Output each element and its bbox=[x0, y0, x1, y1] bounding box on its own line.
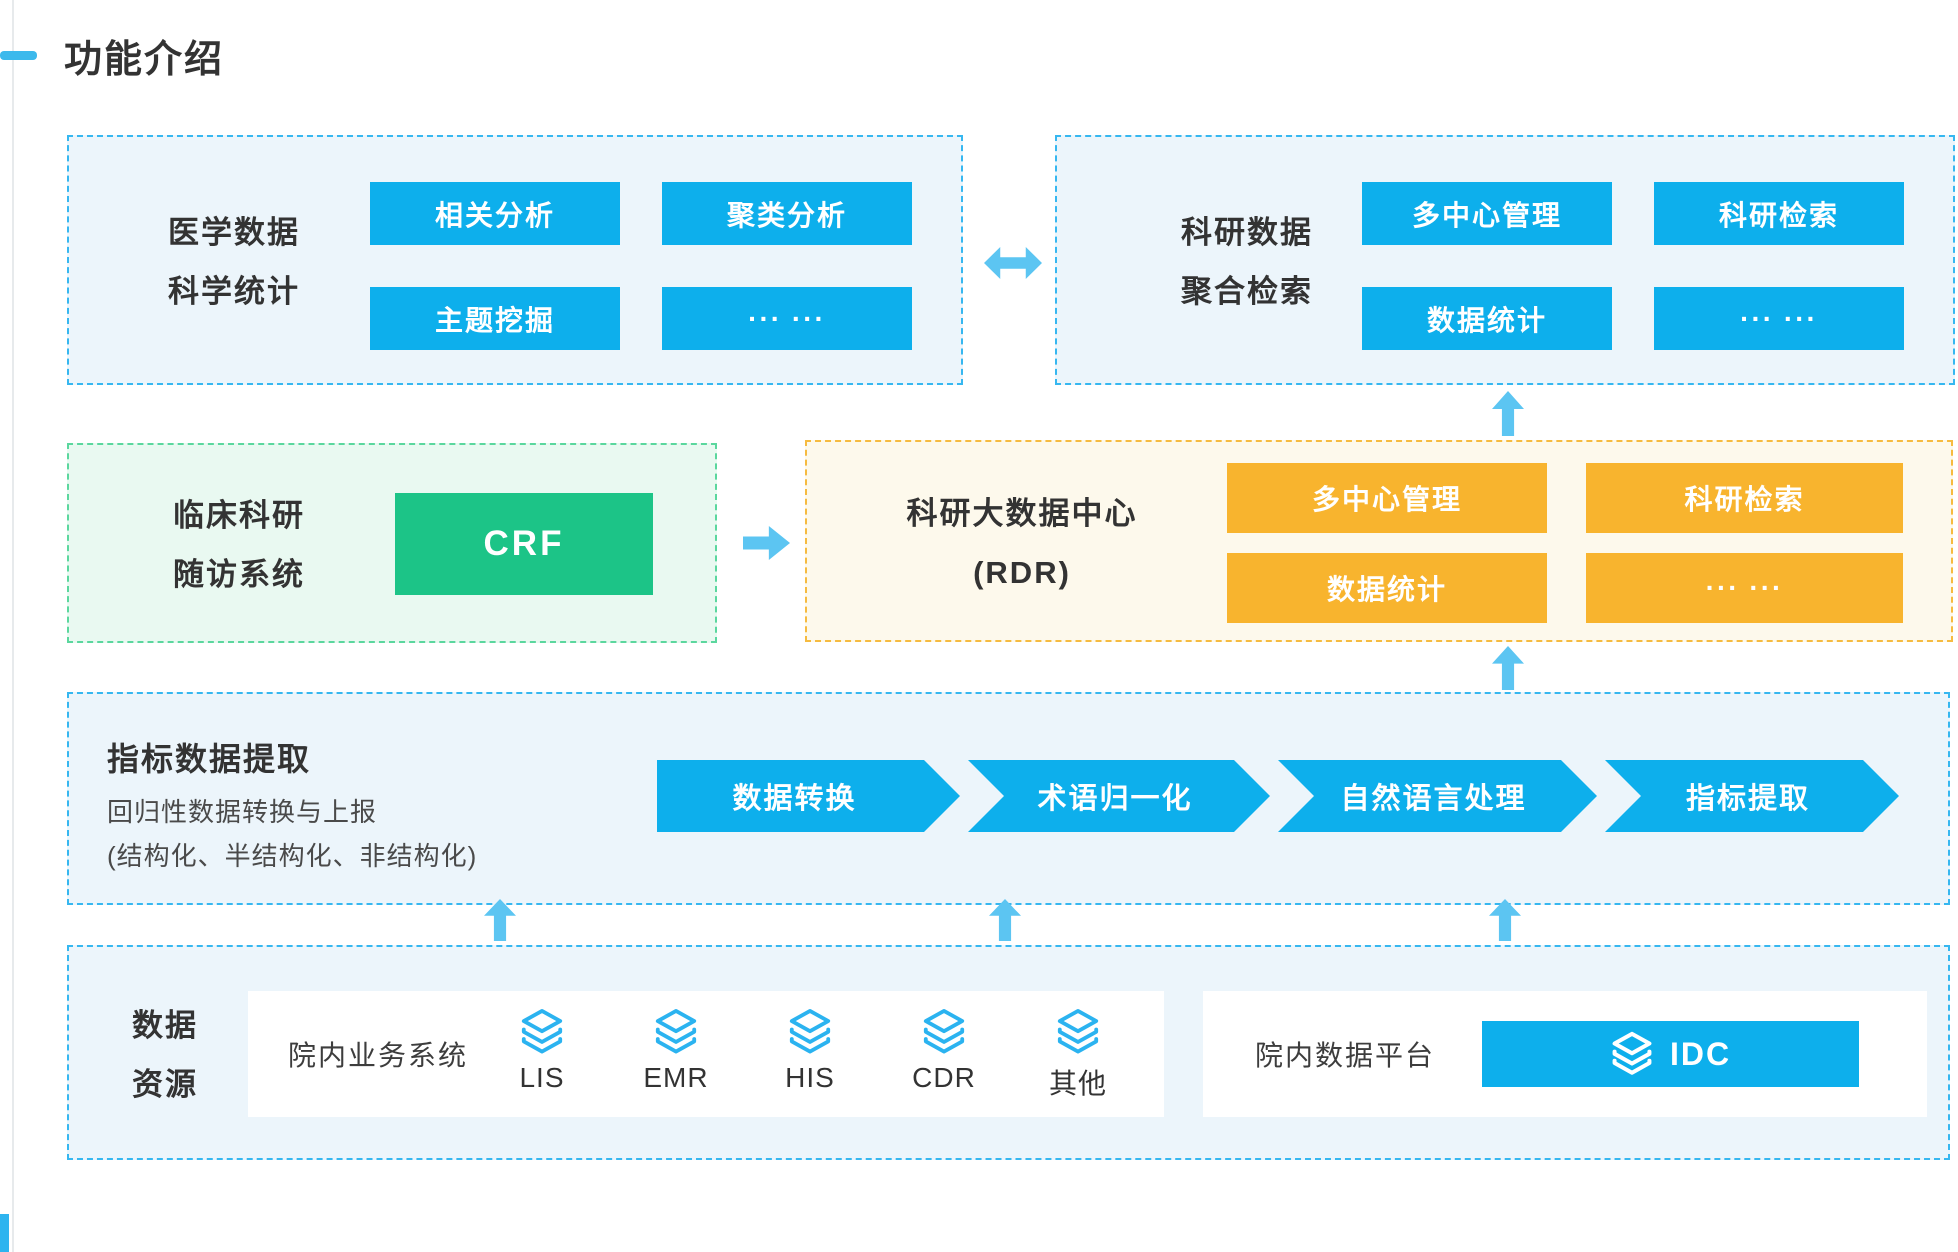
up-arrow-rdr-to-retrieval-icon bbox=[1492, 391, 1524, 436]
resource-item-emr: EMR bbox=[626, 1008, 726, 1102]
medical-stats-label-line2: 科学统计 bbox=[168, 274, 300, 309]
medical-stats-box: 医学数据 科学统计 相关分析 聚类分析 主题挖掘 ··· ··· bbox=[67, 135, 963, 385]
pipeline-steps: 数据转换 术语归一化 自然语言处理 指标提取 bbox=[657, 760, 1899, 832]
medical-stats-label-line1: 医学数据 bbox=[168, 215, 300, 250]
medical-stats-label: 医学数据 科学统计 bbox=[114, 203, 354, 321]
step-indicator-extraction: 指标提取 bbox=[1605, 760, 1899, 832]
indicator-extract-subtitle2: (结构化、半结构化、非结构化) bbox=[107, 841, 478, 871]
chip-rdr-more: ··· ··· bbox=[1586, 553, 1903, 623]
data-resources-label-line2: 资源 bbox=[132, 1067, 198, 1102]
business-systems-items: LIS EMR bbox=[492, 1008, 1128, 1102]
up-arrow-resources-3-icon bbox=[1489, 899, 1521, 941]
resource-item-his: HIS bbox=[760, 1008, 860, 1102]
rdr-center-label-line2: (RDR) bbox=[973, 555, 1071, 590]
step-data-transform: 数据转换 bbox=[657, 760, 960, 832]
right-arrow-icon bbox=[743, 526, 790, 560]
research-retrieval-label: 科研数据 聚合检索 bbox=[1127, 203, 1367, 321]
chip-multicenter-mgmt-blue: 多中心管理 bbox=[1362, 182, 1612, 245]
rdr-center-box: 科研大数据中心 (RDR) 多中心管理 科研检索 数据统计 ··· ··· bbox=[805, 440, 1953, 642]
resource-item-lis: LIS bbox=[492, 1008, 592, 1102]
crf-system-box: 临床科研 随访系统 CRF bbox=[67, 443, 717, 643]
data-platform-panel: 院内数据平台 IDC bbox=[1203, 991, 1927, 1117]
next-section-accent bbox=[0, 1214, 9, 1252]
chip-cluster-analysis: 聚类分析 bbox=[662, 182, 912, 245]
chip-stats-more: ··· ··· bbox=[662, 287, 912, 350]
resource-label: 其他 bbox=[1048, 1068, 1107, 1099]
chip-idc: IDC bbox=[1482, 1021, 1859, 1087]
chip-retrieval-more: ··· ··· bbox=[1654, 287, 1904, 350]
rdr-center-label-line1: 科研大数据中心 bbox=[906, 496, 1138, 531]
crf-system-label-line2: 随访系统 bbox=[173, 557, 305, 592]
chip-research-search-orange: 科研检索 bbox=[1586, 463, 1903, 533]
resource-label: HIS bbox=[785, 1062, 835, 1093]
left-guide-line bbox=[12, 0, 14, 1252]
resource-item-other: 其他 bbox=[1028, 1008, 1128, 1102]
chip-data-stats-blue: 数据统计 bbox=[1362, 287, 1612, 350]
chip-correlation-analysis: 相关分析 bbox=[370, 182, 620, 245]
indicator-extract-subtitle: 回归性数据转换与上报 bbox=[107, 797, 378, 827]
layers-icon-white bbox=[1612, 1031, 1652, 1075]
idc-label: IDC bbox=[1669, 1035, 1732, 1072]
layers-icon bbox=[1057, 1009, 1099, 1054]
chip-topic-mining: 主题挖掘 bbox=[370, 287, 620, 350]
research-retrieval-box: 科研数据 聚合检索 多中心管理 科研检索 数据统计 ··· ··· bbox=[1055, 135, 1955, 385]
layers-icon bbox=[655, 1009, 697, 1054]
research-retrieval-label-line2: 聚合检索 bbox=[1181, 274, 1313, 309]
up-arrow-resources-2-icon bbox=[989, 899, 1021, 941]
business-systems-panel: 院内业务系统 LIS bbox=[248, 991, 1164, 1117]
data-resources-label: 数据 资源 bbox=[97, 996, 233, 1114]
resource-label: LIS bbox=[519, 1062, 565, 1093]
chip-crf: CRF bbox=[395, 493, 653, 595]
crf-system-label: 临床科研 随访系统 bbox=[119, 486, 359, 604]
crf-system-label-line1: 临床科研 bbox=[173, 498, 305, 533]
title-accent-dash bbox=[0, 51, 37, 60]
indicator-extract-title: 指标数据提取 bbox=[107, 741, 312, 777]
research-retrieval-label-line1: 科研数据 bbox=[1181, 215, 1313, 250]
step-term-normalization: 术语归一化 bbox=[968, 760, 1270, 832]
data-resources-label-line1: 数据 bbox=[132, 1008, 198, 1043]
chip-multicenter-mgmt-orange: 多中心管理 bbox=[1227, 463, 1547, 533]
data-resources-box: 数据 资源 院内业务系统 LIS bbox=[67, 945, 1950, 1160]
layers-icon bbox=[923, 1009, 965, 1054]
step-nlp: 自然语言处理 bbox=[1278, 760, 1597, 832]
layers-icon bbox=[789, 1009, 831, 1054]
resource-label: CDR bbox=[912, 1062, 976, 1093]
layers-icon bbox=[521, 1009, 563, 1054]
indicator-extract-box: 指标数据提取 回归性数据转换与上报 (结构化、半结构化、非结构化) 数据转换 术… bbox=[67, 692, 1950, 905]
resource-item-cdr: CDR bbox=[894, 1008, 994, 1102]
up-arrow-resources-1-icon bbox=[484, 899, 516, 941]
business-systems-label: 院内业务系统 bbox=[288, 1040, 469, 1071]
resource-label: EMR bbox=[643, 1062, 709, 1093]
rdr-center-label: 科研大数据中心 (RDR) bbox=[867, 484, 1177, 602]
double-arrow-icon bbox=[984, 247, 1042, 279]
page-title: 功能介绍 bbox=[64, 39, 225, 81]
chip-data-stats-orange: 数据统计 bbox=[1227, 553, 1547, 623]
chip-research-search-blue: 科研检索 bbox=[1654, 182, 1904, 245]
data-platform-label: 院内数据平台 bbox=[1255, 1040, 1436, 1071]
up-arrow-extract-to-rdr-icon bbox=[1492, 646, 1524, 690]
